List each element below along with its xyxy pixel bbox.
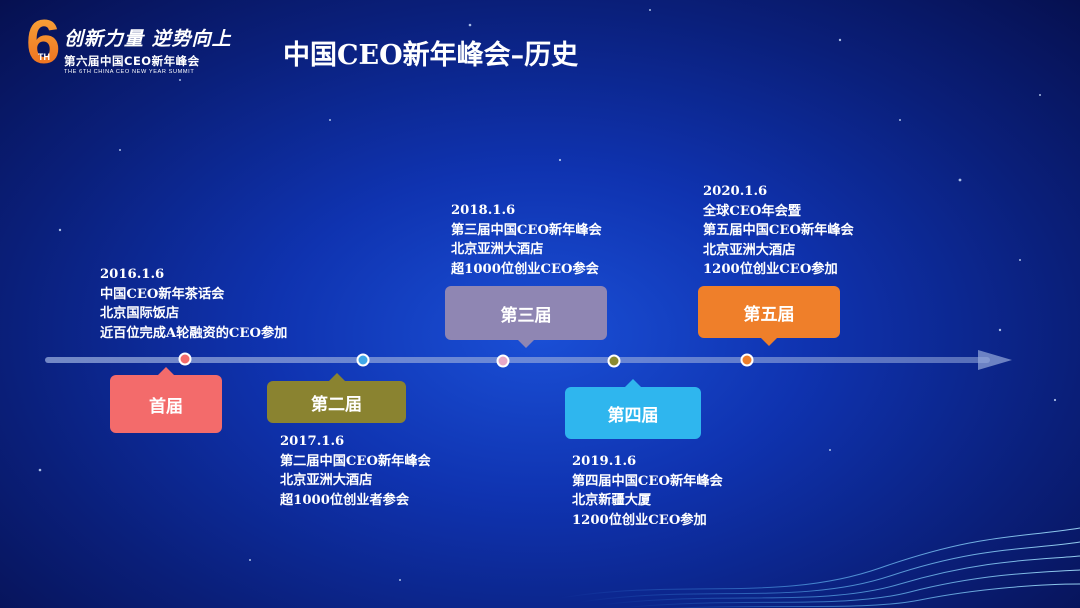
event-date: 2016.1.6 <box>100 267 165 282</box>
event-line: 第五届中国CEO新年峰会 <box>703 223 854 238</box>
logo-name: 第六届中国CEO新年峰会 <box>64 54 200 68</box>
event-badge-5: 第五届 <box>698 286 840 346</box>
event-line: 第三届中国CEO新年峰会 <box>451 222 602 238</box>
event-date: 2019.1.6 <box>572 454 637 469</box>
event-date: 2017.1.6 <box>280 434 345 449</box>
event-date: 2020.1.6 <box>703 184 768 199</box>
event-info-2: 2017.1.6 第二届中国CEO新年峰会 北京亚洲大酒店 超1000位创业者参… <box>280 432 431 510</box>
event-line: 北京亚洲大酒店 <box>703 242 796 258</box>
event-badge-3: 第三届 <box>445 286 607 348</box>
timeline-axis <box>45 357 990 363</box>
event-info-3: 2018.1.6 第三届中国CEO新年峰会 北京亚洲大酒店 超1000位创业CE… <box>451 201 602 279</box>
event-line: 第四届中国CEO新年峰会 <box>572 473 723 489</box>
timeline-dot-4 <box>607 354 621 368</box>
timeline-dot-5 <box>740 353 754 367</box>
logo-suffix: TH <box>38 52 50 62</box>
summit-logo: 6 TH 创新力量 逆势向上 第六届中国CEO新年峰会 THE 6TH CHIN… <box>22 12 232 80</box>
timeline-arrow-icon <box>978 350 1012 370</box>
particle-wave-decoration <box>560 527 1080 608</box>
event-info-1: 2016.1.6 中国CEO新年茶话会 北京国际饭店 近百位完成A轮融资的CEO… <box>100 265 287 343</box>
event-badge-2: 第二届 <box>267 373 406 423</box>
event-badge-4: 第四届 <box>565 379 701 439</box>
event-line: 北京国际饭店 <box>100 306 180 321</box>
page-title: 中国CEO新年峰会–历史 <box>283 40 579 71</box>
event-line: 中国CEO新年茶话会 <box>100 286 225 302</box>
timeline-dot-2 <box>356 353 370 367</box>
event-info-4: 2019.1.6 第四届中国CEO新年峰会 北京新疆大厦 1200位创业CEO参… <box>572 452 723 530</box>
event-line: 1200位创业CEO参加 <box>572 512 707 528</box>
event-line: 近百位完成A轮融资的CEO参加 <box>100 325 288 341</box>
event-line: 北京亚洲大酒店 <box>451 242 544 257</box>
event-line: 第二届中国CEO新年峰会 <box>280 453 431 469</box>
event-badge-1: 首届 <box>110 367 222 433</box>
timeline-dot-3 <box>496 354 510 368</box>
logo-number: 6 <box>26 8 61 77</box>
logo-english-name: THE 6TH CHINA CEO NEW YEAR SUMMIT <box>64 69 195 75</box>
logo-slogan: 创新力量 逆势向上 <box>64 28 232 50</box>
event-line: 超1000位创业者参会 <box>280 492 410 508</box>
event-line: 超1000位创业CEO参会 <box>451 261 599 277</box>
timeline-dot-1 <box>178 352 192 366</box>
event-line: 1200位创业CEO参加 <box>703 262 838 277</box>
event-info-5: 2020.1.6 全球CEO年会暨 第五届中国CEO新年峰会 北京亚洲大酒店 1… <box>703 182 854 280</box>
event-line: 北京新疆大厦 <box>572 493 652 508</box>
event-line: 全球CEO年会暨 <box>703 203 801 219</box>
event-date: 2018.1.6 <box>451 203 516 218</box>
event-line: 北京亚洲大酒店 <box>280 473 373 488</box>
